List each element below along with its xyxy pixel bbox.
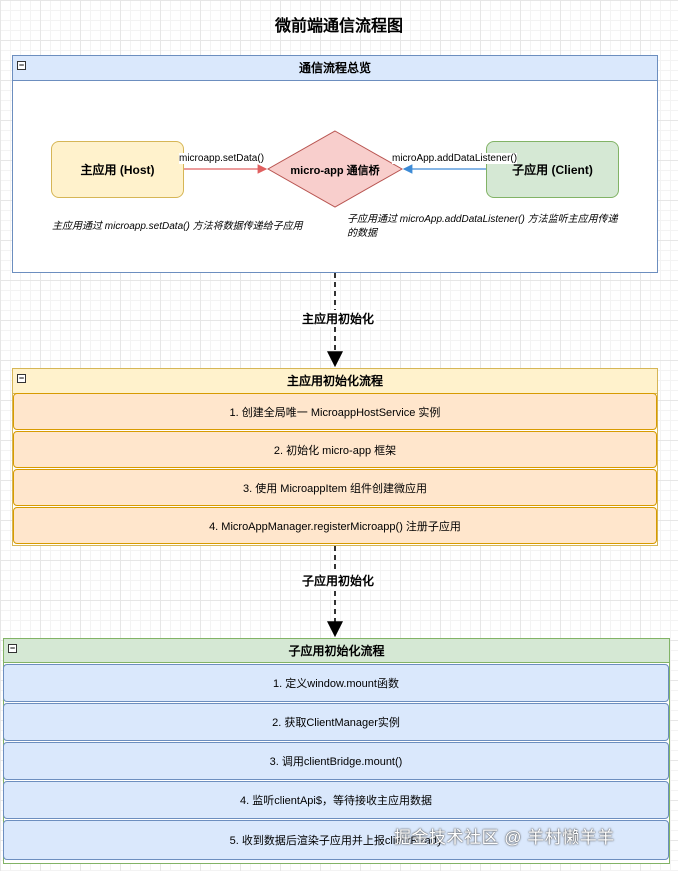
host-init-step-label: 2. 初始化 micro-app 框架: [273, 444, 397, 457]
client-init-step-label: 1. 定义window.mount函数: [273, 678, 399, 690]
collapse-icon[interactable]: −: [17, 373, 26, 383]
host-init-header: − 主应用初始化流程: [13, 369, 657, 394]
host-init-step-label: 4. MicroAppManager.registerMicroapp() 注册…: [209, 520, 461, 533]
host-node: 主应用 (Host): [51, 141, 184, 198]
host-note: 主应用通过 microapp.setData() 方法将数据传递给子应用: [52, 221, 303, 232]
client-init-step: 1. 定义window.mount函数: [3, 664, 669, 702]
host-init-step-label: 3. 使用 MicroappItem 组件创建微应用: [243, 482, 427, 495]
host-init-step-label: 1. 创建全局唯一 MicroappHostService 实例: [229, 406, 441, 419]
collapse-icon[interactable]: −: [17, 60, 26, 70]
bridge-label: micro-app 通信桥: [290, 165, 380, 177]
client-init-step: 4. 监听clientApi$，等待接收主应用数据: [3, 781, 669, 819]
client-init-connector-label: 子应用初始化: [300, 572, 377, 589]
client-note: 子应用通过 microApp.addDataListener() 方法监听主应用…: [347, 213, 618, 241]
client-init-step-label: 5. 收到数据后渲染子应用并上报clientReady: [229, 835, 443, 847]
client-init-step: 2. 获取ClientManager实例: [3, 703, 669, 741]
set-data-label: microapp.setData(): [179, 153, 265, 164]
client-init-step-label: 4. 监听clientApi$，等待接收主应用数据: [240, 795, 432, 807]
client-node: 子应用 (Client): [486, 141, 619, 198]
client-init-step-label: 2. 获取ClientManager实例: [272, 717, 400, 729]
overview-header: − 通信流程总览: [13, 56, 657, 81]
client-init-step: 5. 收到数据后渲染子应用并上报clientReady: [3, 820, 669, 860]
client-init-header-label: 子应用初始化流程: [288, 644, 385, 658]
host-init-step: 2. 初始化 micro-app 框架: [13, 431, 657, 468]
client-node-label: 子应用 (Client): [512, 163, 593, 177]
diagram-title: 微前端通信流程图: [274, 18, 403, 35]
overview-header-label: 通信流程总览: [298, 61, 371, 75]
host-init-step: 3. 使用 MicroappItem 组件创建微应用: [13, 469, 657, 506]
host-node-label: 主应用 (Host): [80, 163, 155, 177]
host-init-connector-label: 主应用初始化: [300, 310, 377, 327]
host-init-step: 1. 创建全局唯一 MicroappHostService 实例: [13, 393, 657, 430]
client-init-header: − 子应用初始化流程: [4, 639, 669, 663]
host-init-header-label: 主应用初始化流程: [286, 374, 383, 388]
client-init-step: 3. 调用clientBridge.mount(): [3, 742, 669, 780]
watermark: 掘金技术社区 @ 羊村懒羊羊: [394, 828, 615, 847]
client-note-line-2: 的数据: [347, 228, 377, 239]
listener-label: microApp.addDataListener(): [392, 153, 518, 164]
collapse-icon[interactable]: −: [8, 643, 17, 653]
client-init-step-label: 3. 调用clientBridge.mount(): [269, 756, 403, 768]
host-init-step: 4. MicroAppManager.registerMicroapp() 注册…: [13, 507, 657, 544]
client-note-line-1: 子应用通过 microApp.addDataListener() 方法监听主应用…: [347, 214, 618, 225]
bridge-diamond: [266, 130, 404, 208]
